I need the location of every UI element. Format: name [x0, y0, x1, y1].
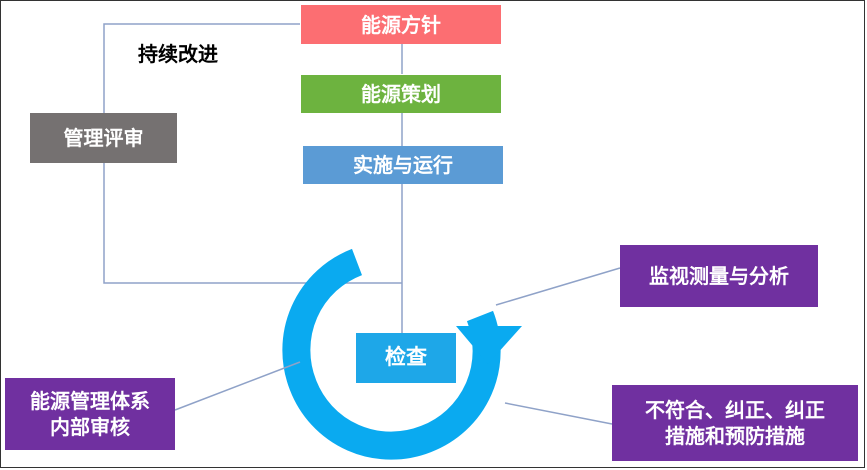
energy-planning-box: 能源策划: [301, 75, 501, 113]
nonconformity-line-1: 不符合、纠正、纠正: [645, 398, 825, 422]
check-to-nonconform-connector: [504, 402, 613, 425]
management-review-box: 管理评审: [30, 113, 177, 163]
internal-audit-box: 能源管理体系 内部审核: [5, 378, 175, 450]
check-to-audit-connector: [174, 361, 301, 411]
internal-audit-line-2: 内部审核: [50, 415, 130, 439]
check-box: 检查: [356, 333, 456, 383]
continuous-improvement-label: 持续改进: [138, 42, 218, 66]
nonconformity-actions-box: 不符合、纠正、纠正 措施和预防措施: [612, 385, 858, 461]
internal-audit-line-1: 能源管理体系: [30, 389, 150, 413]
cycle-arrow-icon: [282, 248, 501, 460]
energy-policy-box: 能源方针: [301, 5, 501, 44]
monitoring-analysis-box: 监视测量与分析: [620, 245, 818, 307]
check-to-monitor-connector: [495, 267, 621, 306]
implementation-operation-box: 实施与运行: [303, 146, 503, 184]
nonconformity-line-2: 措施和预防措施: [665, 424, 805, 448]
cycle-arrowhead-icon: [456, 326, 522, 364]
